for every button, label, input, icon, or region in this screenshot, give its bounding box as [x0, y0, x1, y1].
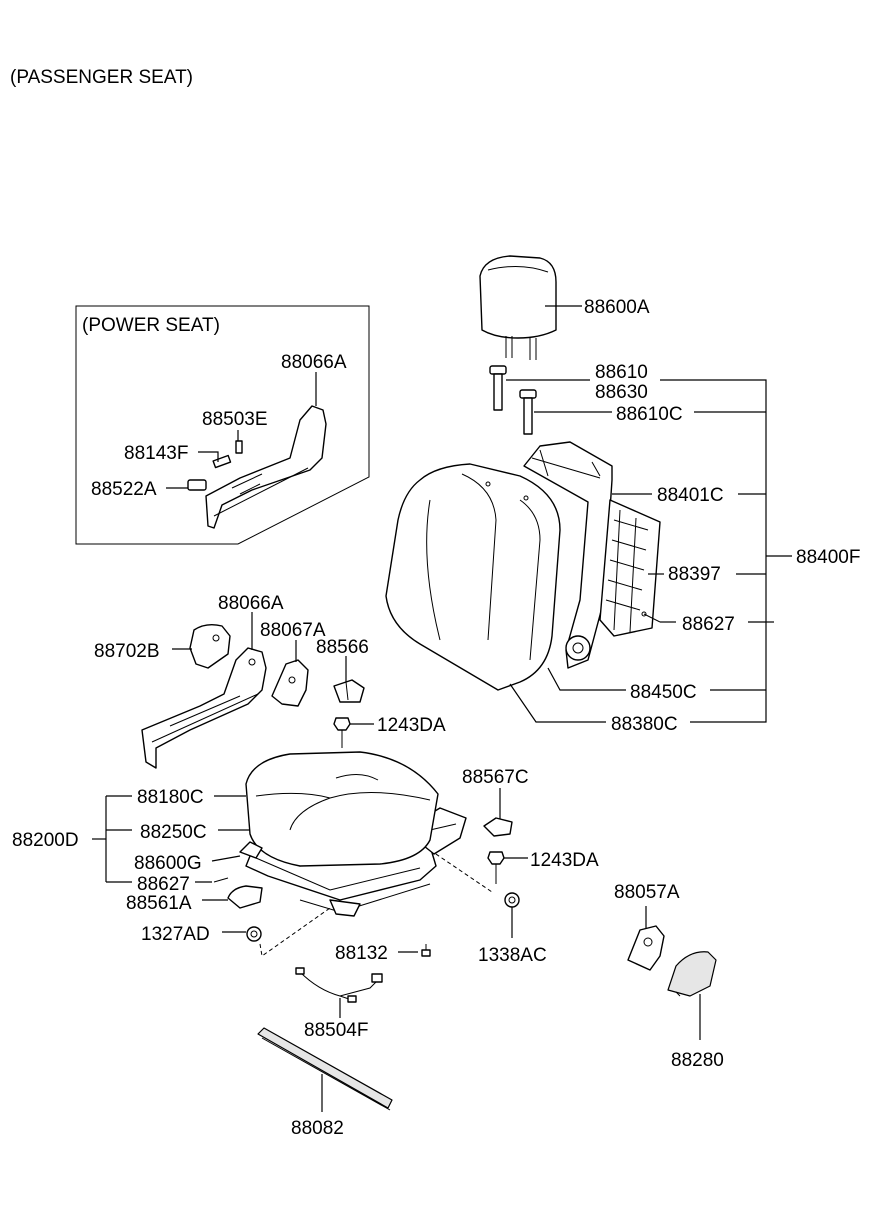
label-88561A: 88561A [126, 893, 192, 914]
power-seat-inset: (POWER SEAT) 88066A 88503E 88143F 88522A [75, 305, 370, 545]
inset-side-cover [205, 405, 327, 529]
label-88600G: 88600G [134, 853, 202, 874]
label-88627-cushion: 88627 [137, 874, 190, 895]
seat-cushion-drawing [213, 751, 467, 917]
label-88702B: 88702B [94, 641, 160, 662]
headrest-drawing [479, 255, 557, 360]
label-88630: 88630 [595, 382, 648, 403]
label-88200D: 88200D [12, 830, 79, 851]
label-1327AD: 1327AD [141, 924, 210, 945]
inset-title: (POWER SEAT) [82, 315, 220, 336]
inset-label-88066A: 88066A [281, 352, 347, 373]
trim-strip-drawing [257, 1027, 393, 1112]
side-covers-drawing [141, 623, 365, 769]
seat-back-drawing [385, 441, 661, 691]
label-88627-back: 88627 [682, 614, 735, 635]
cushion-leaders [92, 788, 513, 901]
inset-label-88503E: 88503E [202, 409, 268, 430]
label-88397: 88397 [668, 564, 721, 585]
label-88401C: 88401C [657, 485, 724, 506]
label-88504F: 88504F [304, 1020, 368, 1041]
label-1338AC: 1338AC [478, 945, 547, 966]
inset-border [75, 305, 370, 545]
inset-label-88143F: 88143F [124, 443, 188, 464]
headrest-guides [489, 365, 537, 435]
label-88132: 88132 [335, 943, 388, 964]
label-88567C: 88567C [462, 767, 529, 788]
label-88566: 88566 [316, 637, 369, 658]
label-88067A: 88067A [260, 620, 326, 641]
bolt-drawings [222, 717, 528, 957]
side-cover-leaders [172, 612, 347, 682]
label-88380C: 88380C [611, 714, 678, 735]
diagram-title: (PASSENGER SEAT) [10, 67, 193, 88]
wire-harness-drawing [295, 967, 383, 1018]
label-88450C: 88450C [630, 682, 697, 703]
label-1243DA-mid: 1243DA [530, 850, 599, 871]
label-88066A: 88066A [218, 593, 284, 614]
right-covers-drawing [627, 906, 717, 1040]
label-88082: 88082 [291, 1118, 344, 1139]
label-88610C: 88610C [616, 404, 683, 425]
label-88400F: 88400F [796, 547, 860, 568]
label-88057A: 88057A [614, 882, 680, 903]
label-88180C: 88180C [137, 787, 204, 808]
label-1243DA-top: 1243DA [377, 715, 446, 736]
label-88280: 88280 [671, 1050, 724, 1071]
label-88610: 88610 [595, 362, 648, 383]
inset-label-88522A: 88522A [91, 479, 157, 500]
seat-back-leaders [506, 305, 792, 723]
label-88250C: 88250C [140, 822, 207, 843]
label-88600A: 88600A [584, 297, 650, 318]
